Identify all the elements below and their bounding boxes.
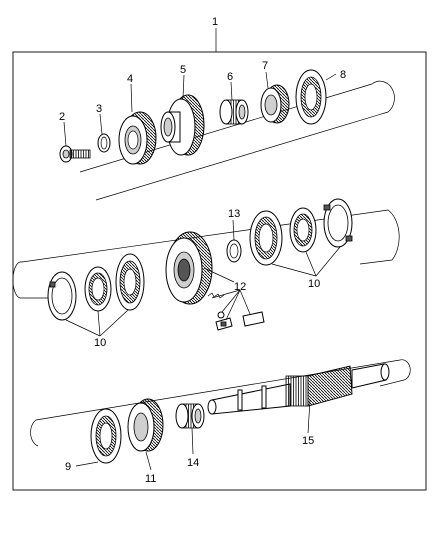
callout-10-right: 10 xyxy=(308,278,320,290)
callout-1: 1 xyxy=(212,16,218,28)
ring-9 xyxy=(90,408,122,464)
callout-11: 11 xyxy=(145,473,156,485)
row1-shaft-outline xyxy=(79,80,395,201)
sync-ring-10-d xyxy=(47,271,77,321)
callout-9: 9 xyxy=(65,461,71,473)
callout-8: 8 xyxy=(340,69,346,81)
spring-12 xyxy=(207,292,225,299)
gear-4 xyxy=(118,111,157,165)
main-shaft-15 xyxy=(207,363,390,415)
sync-ring-10-a xyxy=(249,210,283,266)
assembly-frame xyxy=(12,51,427,491)
callout-10-left: 10 xyxy=(94,337,106,349)
bearing-14 xyxy=(175,403,205,429)
callout-13: 13 xyxy=(228,208,240,220)
ring-8 xyxy=(295,69,327,125)
callout-3: 3 xyxy=(96,103,102,115)
gear-7 xyxy=(260,84,290,124)
row3-shaft-outline xyxy=(30,359,411,447)
sync-ring-10-f xyxy=(115,253,145,311)
sync-hub-12 xyxy=(165,231,213,305)
callout-5: 5 xyxy=(180,64,186,76)
row2-shaft-outline xyxy=(12,209,400,299)
ring-13 xyxy=(226,239,242,263)
bolt-2 xyxy=(59,145,91,163)
bearing-6 xyxy=(219,99,249,125)
callout-7: 7 xyxy=(262,60,268,72)
callout-12: 12 xyxy=(234,281,246,293)
callout-4: 4 xyxy=(127,73,133,85)
gear-11 xyxy=(127,398,164,452)
callout-14: 14 xyxy=(187,457,199,469)
sync-ring-10-b xyxy=(289,207,317,253)
ball-12 xyxy=(217,311,225,319)
callout-15: 15 xyxy=(302,435,314,447)
strut-12a xyxy=(215,317,233,331)
gear-5 xyxy=(160,94,205,156)
sync-ring-10-c xyxy=(323,198,353,248)
callout-6: 6 xyxy=(227,71,233,83)
leader-lines xyxy=(63,71,341,471)
sync-ring-10-e xyxy=(84,266,112,312)
snap-ring-3 xyxy=(97,133,111,153)
strut-12b xyxy=(242,311,265,327)
callout-2: 2 xyxy=(59,111,65,123)
